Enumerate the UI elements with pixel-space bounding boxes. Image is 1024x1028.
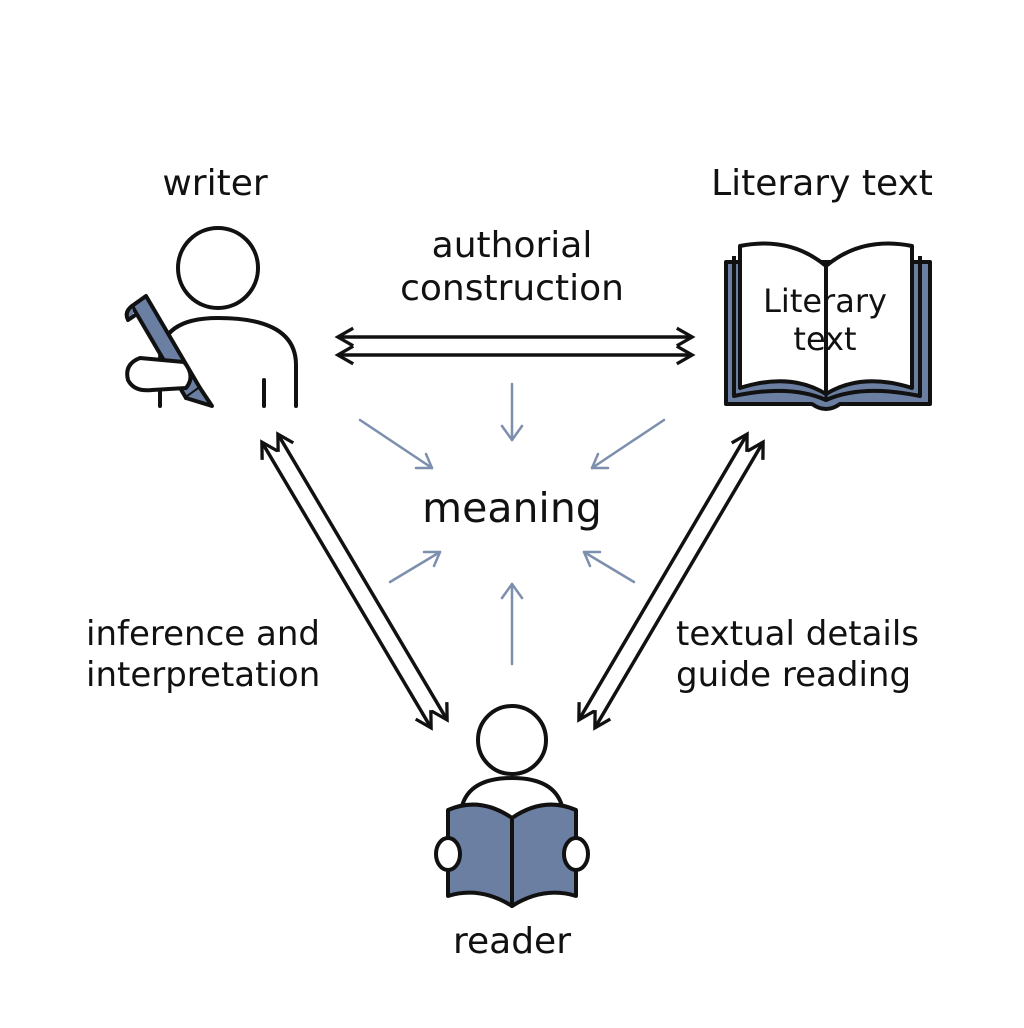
arrow-text-reader	[577, 431, 765, 731]
meaning-arrow-bottom-right	[582, 550, 636, 584]
meaning-arrow-top	[500, 382, 524, 442]
meaning-arrow-bottom	[500, 582, 524, 666]
textual-line-2: guide reading	[676, 654, 912, 695]
writer-icon	[124, 226, 298, 408]
inference-line-1: inference and	[86, 614, 320, 654]
book-cover-text: Literary text	[752, 282, 898, 359]
arrow-writer-reader	[260, 431, 449, 731]
authorial-line-1: authorial	[431, 225, 593, 266]
meaning-label: meaning	[422, 484, 602, 532]
meaning-arrow-top-right	[590, 418, 666, 470]
meaning-arrows	[358, 382, 666, 666]
literary-text-label: Literary text	[711, 163, 933, 204]
inference-interpretation-label: inference and interpretation	[86, 614, 356, 696]
reader-icon	[434, 704, 590, 908]
textual-line-1: textual details	[676, 614, 920, 654]
inference-line-2: interpretation	[86, 654, 321, 695]
authorial-line-2: construction	[400, 268, 624, 310]
reader-label: reader	[452, 921, 572, 962]
book-cover-line-1: Literary	[763, 282, 887, 320]
meaning-arrow-top-left	[358, 418, 434, 470]
meaning-arrow-bottom-left	[388, 550, 442, 584]
book-cover-line-2: text	[793, 320, 857, 359]
authorial-construction-label: authorial construction	[372, 224, 652, 310]
writer-label: writer	[162, 163, 268, 204]
arrow-writer-text	[334, 326, 696, 366]
textual-details-label: textual details guide reading	[676, 614, 946, 696]
book-icon	[724, 241, 932, 411]
